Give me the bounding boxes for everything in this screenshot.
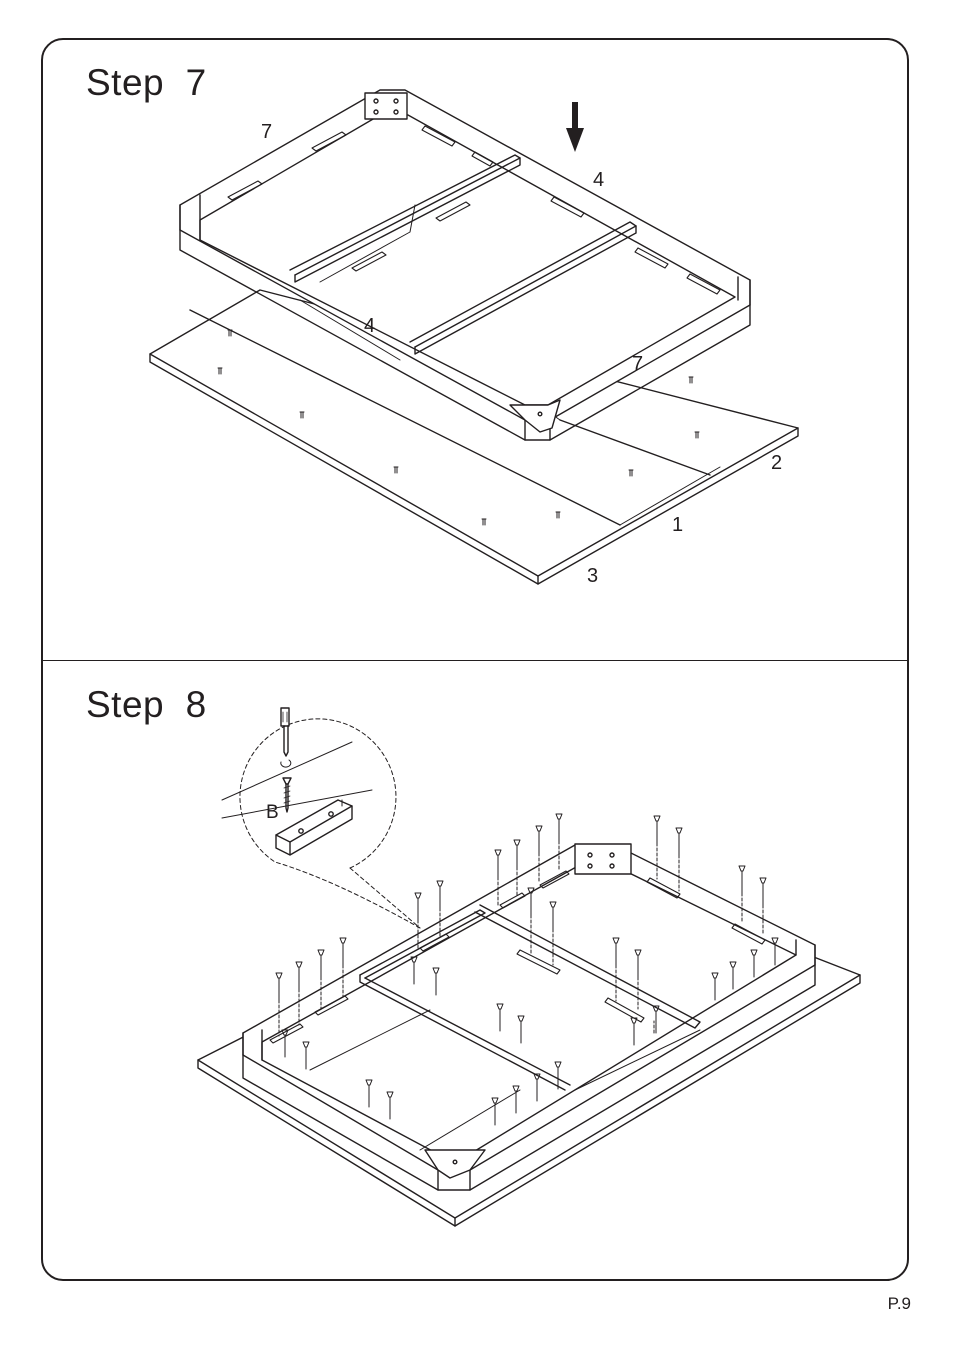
part-label-2: 2 <box>771 452 782 474</box>
part-label-4-right: 4 <box>593 169 604 191</box>
step-7-diagram: 7 4 4 7 2 1 3 <box>150 90 798 587</box>
screwdriver-icon <box>281 708 291 767</box>
part-label-3: 3 <box>587 565 598 587</box>
part-label-1: 1 <box>672 514 683 536</box>
detail-callout <box>222 719 420 928</box>
part-label-7-right: 7 <box>632 353 643 375</box>
hardware-label-b: B <box>266 802 279 823</box>
screw-B-icon <box>283 778 291 812</box>
part-label-7-left: 7 <box>261 121 272 143</box>
down-arrow-icon <box>566 102 584 152</box>
part-label-4-left: 4 <box>364 315 375 337</box>
step-8-diagram: B <box>198 708 860 1226</box>
